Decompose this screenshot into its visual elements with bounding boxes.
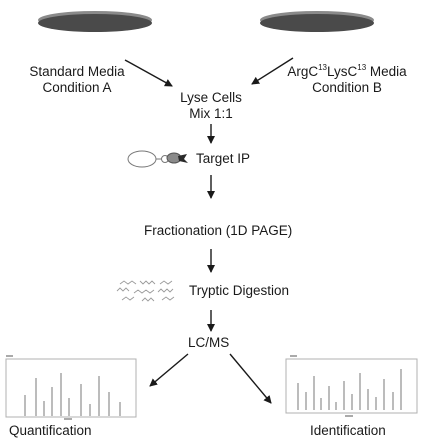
condition-b-media: Media: [366, 64, 407, 79]
condition-b-arg-carbon: C: [308, 64, 319, 79]
lcms-label: LC/MS: [188, 335, 230, 350]
identification-label: Identification: [310, 423, 386, 438]
condition-b-label: ArgC13LysC13 Media Condition B: [272, 62, 422, 96]
lyse-line2: Mix 1:1: [189, 106, 233, 121]
lyse-cells-label: Lyse Cells Mix 1:1: [161, 90, 261, 122]
condition-b-iso2: 13: [357, 62, 367, 72]
arrow-condition-b-to-lyse: [251, 57, 294, 85]
culture-dish-b-icon: [260, 11, 374, 32]
condition-a-label: Standard Media Condition A: [12, 64, 142, 96]
condition-b-lys-carbon: C: [347, 64, 358, 79]
condition-a-line2: Condition A: [42, 80, 112, 95]
lyse-line1: Lyse Cells: [180, 90, 242, 105]
fractionation-label: Fractionation (1D PAGE): [144, 223, 293, 238]
antibody-bead-icon: [127, 150, 188, 168]
condition-b-lys: Lys: [326, 64, 348, 79]
condition-b-iso1: 13: [318, 62, 327, 72]
condition-a-line1: Standard Media: [29, 64, 125, 79]
condition-b-line2: Condition B: [312, 80, 382, 95]
condition-b-arg: Arg: [287, 64, 309, 79]
peptides-icon: [116, 280, 175, 302]
identification-spectrum: [285, 355, 418, 417]
quantification-spectrum: [5, 355, 137, 420]
target-ip-label: Target IP: [196, 151, 251, 166]
culture-dish-a-icon: [38, 11, 152, 32]
arrow-condition-a-to-lyse: [124, 59, 173, 87]
condition-b-line1: ArgC13LysC13 Media: [272, 62, 422, 80]
quantification-label: Quantification: [9, 423, 92, 438]
digestion-label: Tryptic Digestion: [189, 283, 290, 298]
arrow-lcms-to-identification: [229, 353, 272, 404]
arrow-lcms-to-quantification: [149, 353, 189, 387]
